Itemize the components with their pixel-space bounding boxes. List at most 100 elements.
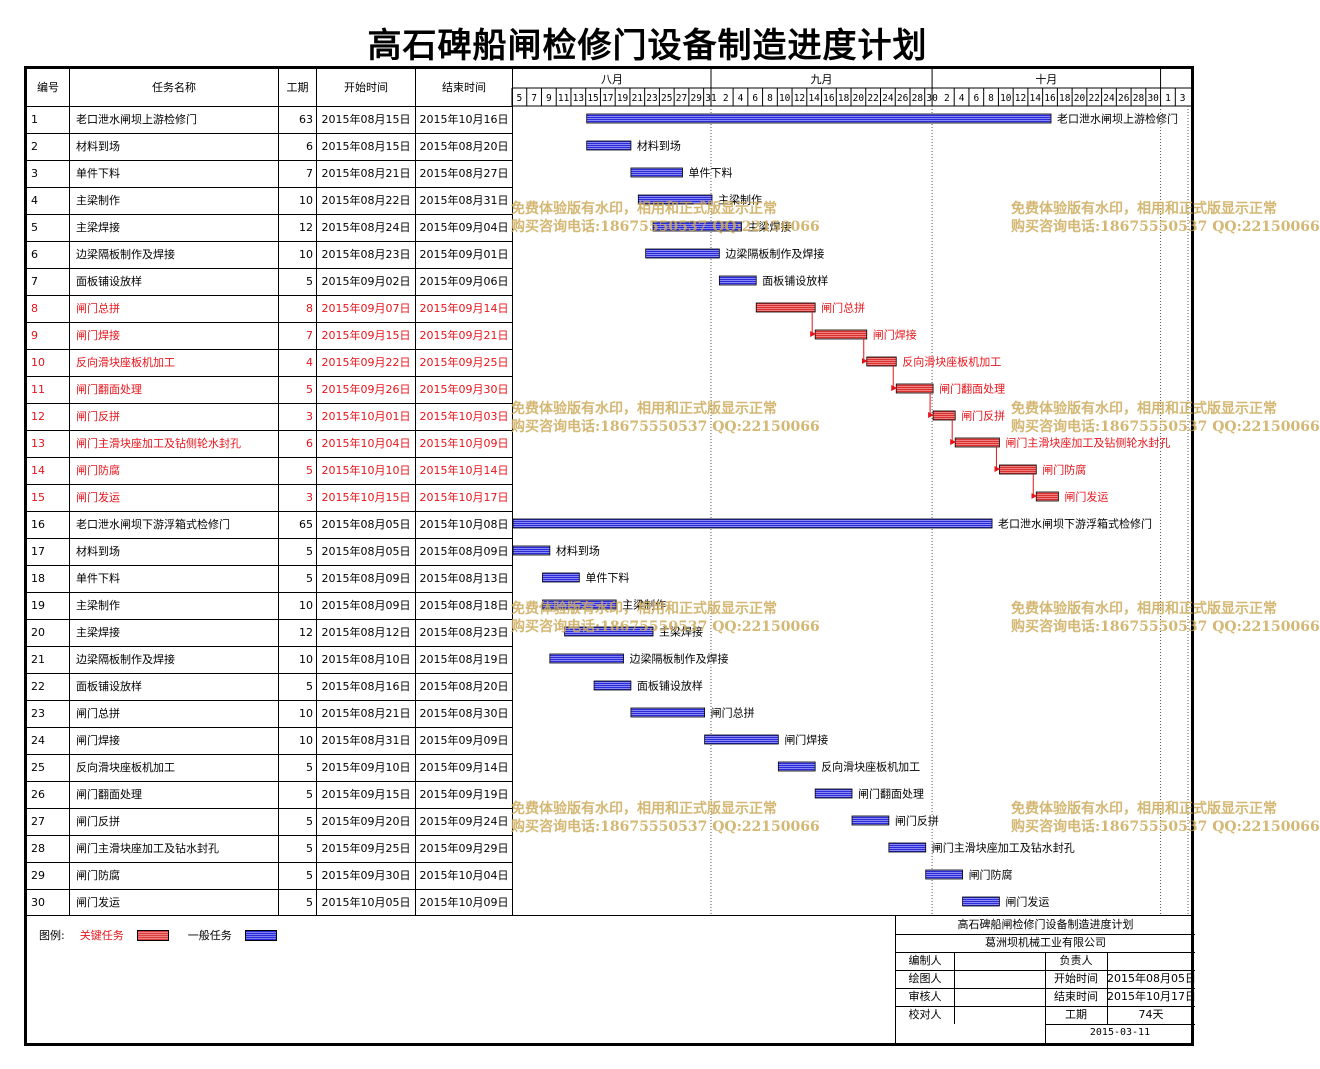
task-duration: 8: [279, 296, 317, 322]
task-end: 2015年09月01日: [416, 242, 513, 268]
task-id: 5: [27, 215, 70, 241]
task-end: 2015年09月09日: [416, 728, 513, 754]
task-name: 闸门总拼: [70, 701, 279, 727]
task-duration: 10: [279, 593, 317, 619]
drafter-label: 绘图人: [908, 972, 942, 985]
task-end: 2015年08月20日: [416, 674, 513, 700]
duration-label: 工期: [1065, 1008, 1087, 1021]
task-name: 闸门总拼: [70, 296, 279, 322]
task-end: 2015年10月17日: [416, 485, 513, 511]
day-label: 26: [897, 93, 909, 104]
header-duration: 工期: [279, 69, 317, 106]
task-id: 9: [27, 323, 70, 349]
task-bar-label: 主梁制作: [622, 598, 666, 612]
task-id: 8: [27, 296, 70, 322]
task-bar-label: 闸门防腐: [1042, 463, 1086, 477]
task-id: 18: [27, 566, 70, 592]
task-id: 28: [27, 836, 70, 862]
task-bar-label: 面板铺设放样: [762, 274, 828, 288]
task-duration: 63: [279, 107, 317, 133]
task-duration: 5: [279, 458, 317, 484]
task-bar: [586, 113, 1052, 124]
task-start: 2015年09月30日: [317, 863, 416, 889]
day-label: 3: [1180, 93, 1186, 104]
task-duration: 12: [279, 215, 317, 241]
day-label: 23: [646, 93, 657, 104]
month-label: 十月: [1035, 72, 1057, 86]
task-name: 闸门发运: [70, 485, 279, 511]
task-start: 2015年09月25日: [317, 836, 416, 862]
task-id: 13: [27, 431, 70, 457]
day-label: 12: [1015, 93, 1026, 104]
month-label: 九月: [811, 73, 833, 86]
task-bar-label: 主梁焊接: [747, 220, 791, 234]
day-label: 29: [691, 93, 703, 104]
task-duration: 10: [279, 647, 317, 673]
day-label: 26: [1118, 93, 1130, 104]
task-id: 16: [27, 512, 70, 538]
task-name: 主梁制作: [70, 593, 279, 619]
task-bar: [564, 626, 654, 637]
task-id: 30: [27, 890, 70, 916]
task-start: 2015年10月04日: [317, 431, 416, 457]
task-duration: 5: [279, 836, 317, 862]
task-id: 17: [27, 539, 70, 565]
task-duration: 5: [279, 269, 317, 295]
task-start: 2015年08月10日: [317, 647, 416, 673]
task-duration: 10: [279, 728, 317, 754]
task-duration: 3: [279, 485, 317, 511]
task-end: 2015年09月24日: [416, 809, 513, 835]
duration-value: 74天: [1138, 1008, 1164, 1021]
task-name: 闸门防腐: [70, 863, 279, 889]
month-label: 八月: [601, 73, 623, 86]
task-duration: 5: [279, 755, 317, 781]
task-bar-label: 闸门总拼: [711, 706, 755, 720]
task-bar-label: 闸门焊接: [784, 733, 828, 747]
task-duration: 5: [279, 809, 317, 835]
task-bar: [630, 707, 706, 718]
task-end: 2015年09月06日: [416, 269, 513, 295]
task-id: 12: [27, 404, 70, 430]
task-name: 面板铺设放样: [70, 674, 279, 700]
task-end: 2015年09月14日: [416, 755, 513, 781]
task-start: 2015年10月01日: [317, 404, 416, 430]
day-label: 20: [853, 93, 865, 104]
start-label: 开始时间: [1054, 972, 1098, 985]
task-bar-label: 材料到场: [556, 544, 600, 558]
task-duration: 7: [279, 161, 317, 187]
header-id: 编号: [27, 69, 70, 106]
critical-connector: [810, 312, 817, 337]
day-label: 22: [867, 93, 878, 104]
task-end: 2015年08月18日: [416, 593, 513, 619]
task-bar-label: 闸门反拼: [895, 814, 939, 828]
legend: 图例: 关键任务 一般任务: [39, 927, 277, 943]
task-start: 2015年08月16日: [317, 674, 416, 700]
task-start: 2015年09月15日: [317, 323, 416, 349]
task-end: 2015年10月08日: [416, 512, 513, 538]
task-start: 2015年08月31日: [317, 728, 416, 754]
task-start: 2015年08月09日: [317, 566, 416, 592]
critical-connector: [994, 447, 1001, 472]
legend-critical-label: 关键任务: [79, 929, 124, 942]
task-end: 2015年08月13日: [416, 566, 513, 592]
legend-normal-label: 一般任务: [187, 929, 232, 942]
day-label: 2: [723, 93, 729, 104]
task-bar-label: 闸门反拼: [961, 409, 1005, 423]
task-start: 2015年09月22日: [317, 350, 416, 376]
day-label: 18: [838, 93, 850, 104]
task-end: 2015年08月30日: [416, 701, 513, 727]
task-duration: 3: [279, 404, 317, 430]
task-duration: 5: [279, 539, 317, 565]
task-start: 2015年10月05日: [317, 890, 416, 916]
day-label: 21: [632, 93, 644, 104]
task-name: 反向滑块座板机加工: [70, 350, 279, 376]
task-end: 2015年09月30日: [416, 377, 513, 403]
legend-critical-swatch: [136, 929, 169, 941]
